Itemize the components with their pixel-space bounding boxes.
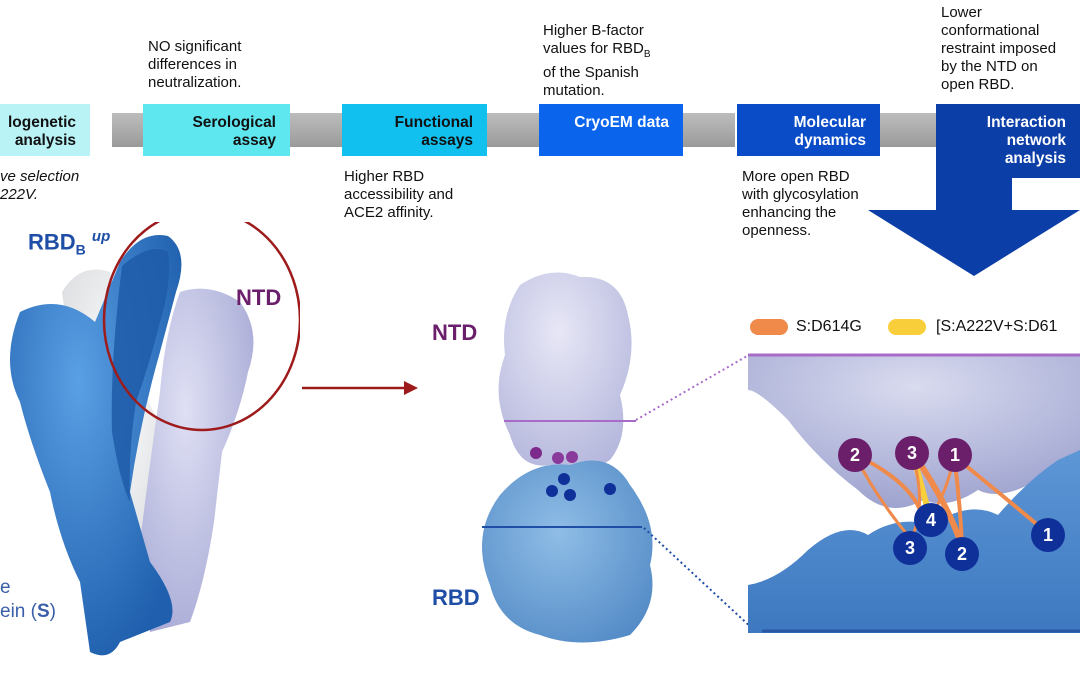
rbd-up-label: RBDB up	[28, 228, 111, 258]
zoom-lines	[635, 351, 755, 631]
note-cryoem: Higher B-factor values for RBDB of the S…	[543, 22, 651, 99]
legend-swatch-orange	[750, 319, 788, 335]
stage-label-line: analysis	[14, 132, 76, 149]
pipeline-connector	[290, 113, 342, 147]
rbd-node-4: 4	[914, 503, 948, 537]
note-serological: NO significant differences in neutraliza…	[148, 38, 242, 91]
stage-label-line: dynamics	[794, 132, 866, 149]
spike-chain-ntd	[140, 288, 254, 632]
pipeline-connector	[683, 113, 735, 147]
note-interaction: Lower conformational restraint imposed b…	[941, 4, 1057, 93]
note-molecular-dynamics: More open RBD with glycosylation enhanci…	[742, 168, 859, 239]
stage-label-line: CryoEM data	[574, 114, 669, 131]
stage-label-line: network	[1006, 132, 1066, 149]
stage-label-line: Interaction	[986, 114, 1066, 131]
legend-label-d614g: S:D614G	[796, 318, 862, 335]
middle-rbd-surface	[482, 460, 653, 643]
note-phylogenetic: ve selection 222V.	[0, 168, 80, 203]
arrow-right-icon	[302, 381, 418, 395]
ntd-rbd-complex	[482, 272, 653, 643]
rbd-node-1: 1	[1031, 518, 1065, 552]
pipeline-connector	[880, 113, 936, 147]
stage-label-line: logenetic	[7, 114, 76, 131]
stage-label-line: Molecular	[793, 114, 866, 131]
ntd-label-left: NTD	[236, 285, 282, 310]
legend-label-a222v-d614g: [S:A222V+S:D61	[936, 318, 1058, 335]
stage-label-line: Functional	[394, 114, 473, 131]
down-arrow-icon	[868, 176, 1080, 276]
ntd-node-2: 2	[838, 438, 872, 472]
stage-label-line: analysis	[1004, 150, 1066, 167]
stage-label-line: assay	[232, 132, 276, 149]
ntd-label-middle: NTD	[432, 320, 478, 345]
pipeline-connector	[487, 113, 539, 147]
ntd-node-3: 3	[895, 436, 929, 470]
stage-label-line: Serological	[192, 114, 276, 131]
rbd-node-2: 2	[945, 537, 979, 571]
stage-cryoem-data: CryoEM data	[539, 104, 683, 156]
interaction-network-zoom	[748, 350, 1080, 633]
pipeline-connector	[112, 113, 144, 147]
note-functional: Higher RBD accessibility and ACE2 affini…	[344, 168, 454, 221]
ntd-highlight-circle	[102, 222, 300, 432]
spike-protein-structure	[10, 222, 300, 656]
ntd-node-1: 1	[938, 438, 972, 472]
spike-protein-label: e ein (S)	[0, 577, 56, 622]
stage-label-line: assays	[421, 132, 473, 149]
middle-ntd-surface	[498, 272, 632, 472]
zoom-ntd-surface	[748, 356, 1080, 508]
rbd-node-3: 3	[893, 531, 927, 565]
rbd-label-middle: RBD	[432, 585, 480, 610]
legend-swatch-yellow	[888, 319, 926, 335]
